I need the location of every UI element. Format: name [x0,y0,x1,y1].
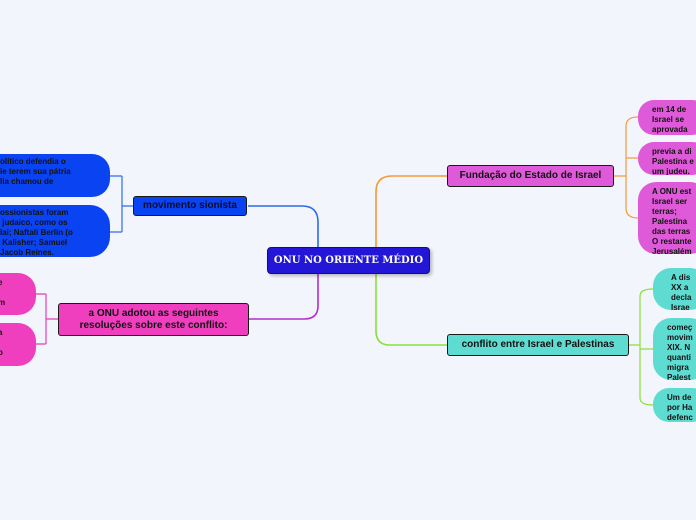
central-topic[interactable]: ONU NO ORIENTE MÉDIO [267,247,430,274]
topic-movimento-sionista[interactable]: movimento sionista [133,196,247,216]
subtopic-conflito-2[interactable]: começ movim XIX. N quanti migra Palest [653,318,696,380]
connector-sionista-children [110,175,133,233]
connector-fundacao [375,175,447,247]
central-topic-label: ONU NO ORIENTE MÉDIO [273,255,424,266]
subtopic-conflito-1[interactable]: A dis XX a decla Israe [653,268,696,310]
topic-label: conflito entre Israel e Palestinas [461,339,615,350]
connector-conflito [375,274,447,346]
topic-label: Fundação do Estado de Israel [459,170,602,181]
connector-onu [249,274,319,320]
subtopic-onu-1[interactable]: e m [0,273,36,315]
topic-label: a ONU adotou as seguintes resoluções sob… [79,307,228,331]
subtopic-fundacao-2[interactable]: previa a di Palestina e um judeu. [638,142,696,175]
subtopic-sionista-2[interactable]: ossionistas foram judaico, como os lai; … [0,205,110,257]
topic-conflito-israel-palestinas[interactable]: conflito entre Israel e Palestinas [447,334,629,356]
subtopic-onu-2[interactable]: a o [0,323,36,366]
connector-onu-children [36,293,58,345]
topic-fundacao-israel[interactable]: Fundação do Estado de Israel [447,165,614,187]
subtopic-fundacao-3[interactable]: A ONU est Israel ser terras; Palestina d… [638,182,696,254]
connector-fundacao-children [614,116,639,219]
connector-sionista [248,205,319,247]
topic-onu-resolucoes[interactable]: a ONU adotou as seguintes resoluções sob… [58,303,249,336]
subtopic-fundacao-1[interactable]: em 14 de Israel se aprovada [638,100,696,135]
subtopic-conflito-3[interactable]: Um de por Ha defenc [653,388,696,422]
topic-label: movimento sionista [143,200,237,211]
subtopic-sionista-1[interactable]: olítico defendia o ie terem sua pátria l… [0,154,110,197]
connector-conflito-children [629,288,654,406]
